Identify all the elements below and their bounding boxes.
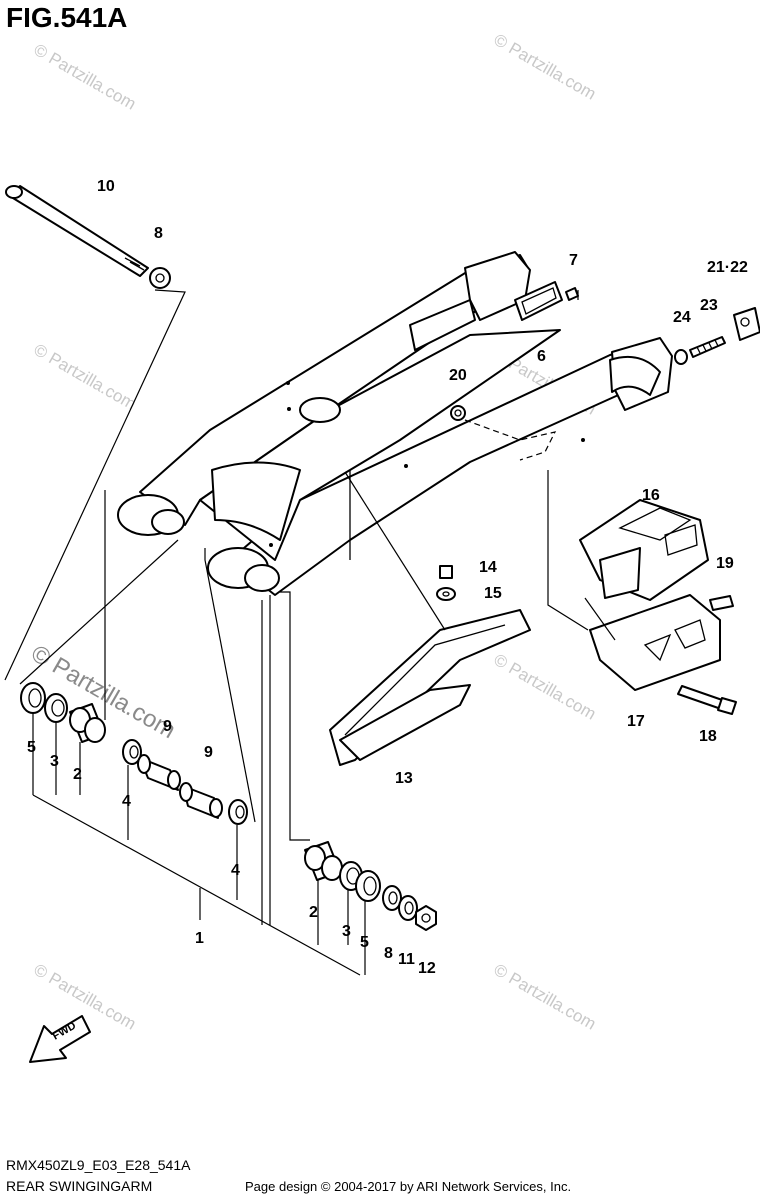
callout-5: 5: [27, 739, 36, 756]
adjuster-bolt: [689, 336, 726, 358]
callout-8: 8: [154, 225, 163, 242]
washer-11: [398, 895, 418, 921]
callout-4: 4: [231, 862, 240, 879]
callout-9: 9: [204, 744, 213, 761]
washer-8-right: [382, 885, 402, 911]
grommet: [450, 405, 466, 421]
slider-washer: [436, 587, 456, 601]
callout-8: 8: [384, 945, 393, 962]
bushing-9-a: [137, 754, 181, 791]
callout-19: 19: [716, 555, 734, 572]
callout-3: 3: [342, 923, 351, 940]
callout-7: 7: [569, 252, 578, 269]
callout-13: 13: [395, 770, 413, 787]
chain-guide: [579, 499, 709, 601]
diagram-name: REAR SWINGINGARM: [6, 1178, 153, 1194]
callout-4: 4: [122, 793, 131, 810]
callout-9: 9: [163, 718, 172, 735]
callout-12: 12: [418, 960, 436, 977]
adjuster-nut: [674, 349, 688, 365]
slider-screw: [439, 565, 453, 579]
page-credit: Page design © 2004-2017 by ARI Network S…: [245, 1179, 572, 1194]
diagram-code: RMX450ZL9_E03_E28_541A: [6, 1157, 191, 1173]
chain-adjuster: [733, 307, 760, 341]
callout-3: 3: [50, 753, 59, 770]
swingarm: [117, 251, 673, 596]
guide-bolt-19: [709, 595, 734, 611]
small-bolt-7: [565, 287, 579, 301]
pivot-nut-12: [415, 905, 437, 931]
callout-18: 18: [699, 728, 717, 745]
bushing-9-b: [179, 782, 223, 819]
pivot-shaft: [5, 185, 149, 277]
callout-20: 20: [449, 367, 467, 384]
slot-plate: [514, 281, 563, 321]
callouts: 1 2 2 3 3 4 4 5 5 6 7 8 8 9 9 10 11 12 1…: [27, 178, 748, 977]
spacer-4-right: [228, 799, 248, 825]
callout-5: 5: [360, 934, 369, 951]
spacer-4-left: [122, 739, 142, 765]
washer-3-left: [44, 693, 68, 723]
bearing-2-left: [69, 703, 106, 743]
oil-seal-5-right: [355, 870, 381, 902]
callout-17: 17: [627, 713, 645, 730]
callout-21-22: 21·22: [707, 259, 748, 276]
callout-2: 2: [73, 766, 82, 783]
callout-11: 11: [398, 951, 415, 968]
callout-24: 24: [673, 309, 691, 326]
callout-2: 2: [309, 904, 318, 921]
callout-15: 15: [484, 585, 502, 602]
guide-plate: [589, 594, 721, 691]
leader-lines: [4, 289, 616, 976]
fwd-arrow-icon: FWD: [29, 1015, 91, 1063]
washer-top: [149, 267, 171, 289]
figure-title: FIG.541A: [6, 2, 128, 33]
guide-bolt-18: [677, 685, 737, 715]
callout-23: 23: [700, 297, 718, 314]
callout-6: 6: [537, 348, 546, 365]
bearing-2-right: [304, 841, 343, 881]
callout-1: 1: [195, 930, 204, 947]
oil-seal-5-left: [20, 682, 46, 714]
callout-10: 10: [97, 178, 115, 195]
callout-16: 16: [642, 487, 660, 504]
callout-14: 14: [479, 559, 497, 576]
chain-slider: [329, 609, 531, 766]
